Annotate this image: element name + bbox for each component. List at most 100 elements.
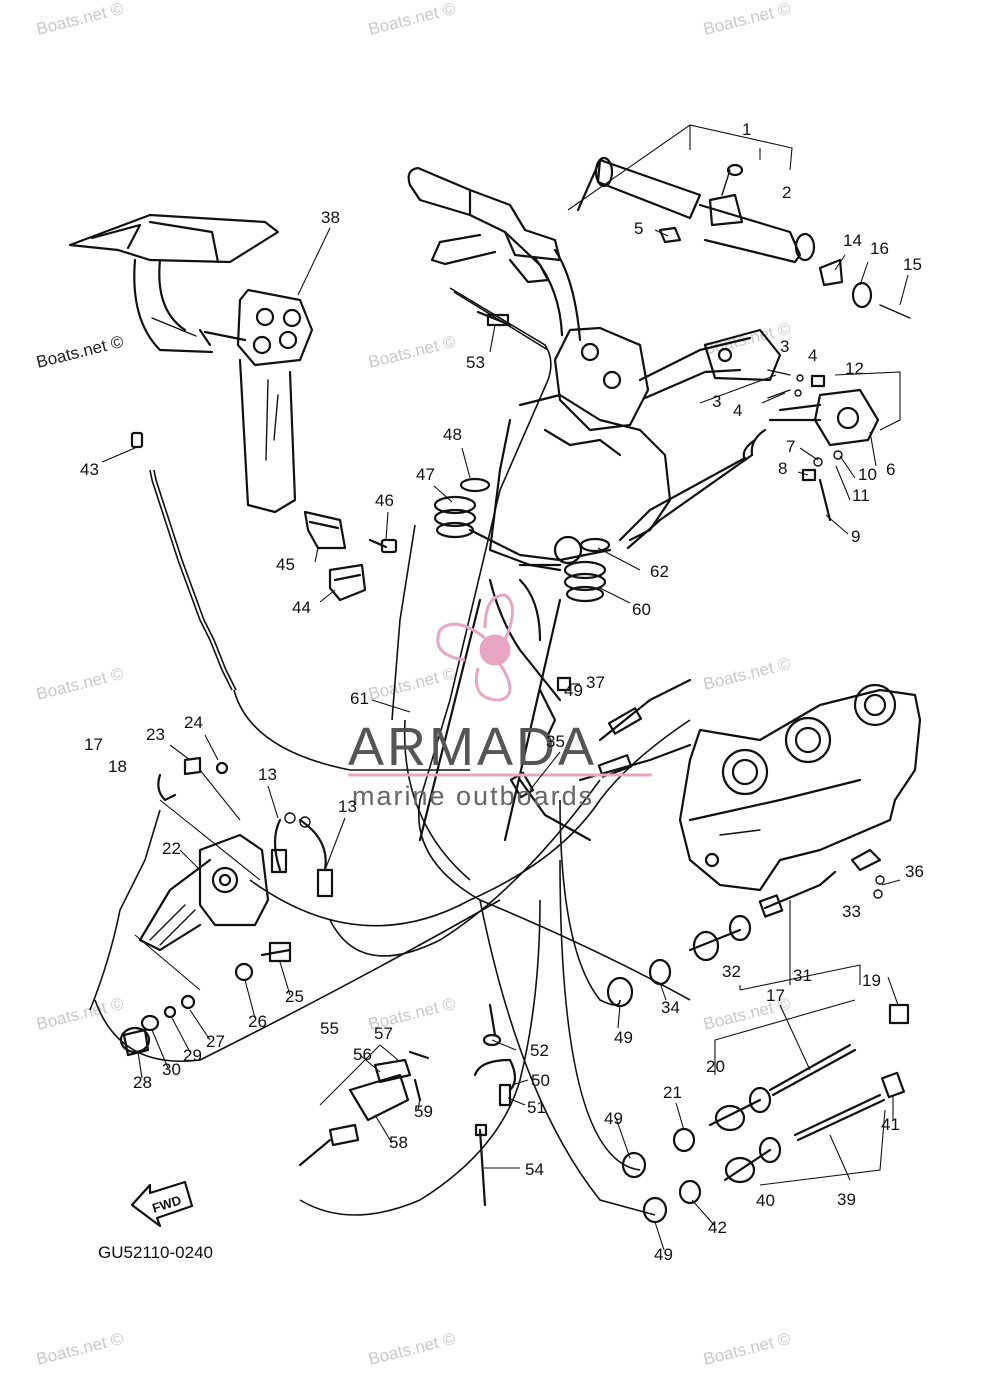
main-cables	[89, 287, 691, 1216]
callout: 49	[604, 1109, 623, 1128]
callout: 49	[614, 1028, 633, 1047]
callout: 22	[162, 839, 181, 858]
choke-cable	[270, 812, 334, 898]
callout: 57	[374, 1024, 393, 1043]
callout: 20	[706, 1057, 725, 1076]
callout: 9	[851, 527, 860, 546]
watermark: Boats.net ©	[34, 664, 125, 704]
left-mechanism	[119, 756, 292, 1057]
fwd-label: FWD	[150, 1192, 183, 1215]
callout: 41	[881, 1115, 900, 1134]
callout: 52	[530, 1041, 549, 1060]
callout: 19	[862, 971, 881, 990]
callout: 30	[162, 1060, 181, 1079]
callout: 32	[722, 962, 741, 981]
callout: 34	[661, 998, 680, 1017]
callout: 36	[905, 862, 924, 881]
callout: 3	[712, 392, 721, 411]
fwd-arrow-icon: FWD	[130, 1180, 194, 1228]
callout: 60	[632, 600, 651, 619]
callout: 7	[786, 437, 795, 456]
callout: 40	[756, 1191, 775, 1210]
bracket-set	[303, 510, 398, 602]
callout: 8	[778, 459, 787, 478]
callout: 2	[782, 183, 791, 202]
callout: 21	[663, 1083, 682, 1102]
callout: 58	[389, 1133, 408, 1152]
callout: 17	[766, 986, 785, 1005]
callout: 14	[843, 231, 862, 250]
callout: 62	[650, 562, 669, 581]
callout: 31	[793, 966, 812, 985]
callout: 26	[248, 1012, 267, 1031]
throttle-lever-assembly	[68, 213, 314, 514]
carburetor-block	[678, 683, 922, 892]
callout-labels: 1 2 3 3 4 4 5 6 7 8 9 10 11 12 13 13 14 …	[80, 120, 924, 1264]
callout: 43	[80, 460, 99, 479]
callout: 45	[276, 555, 295, 574]
throttle-cable	[130, 431, 470, 771]
callout: 61	[350, 689, 369, 708]
watermark: Boats.net ©	[701, 654, 792, 694]
switch-housing	[618, 369, 901, 550]
callout: 39	[837, 1190, 856, 1209]
callout: 37	[586, 673, 605, 692]
callout: 59	[414, 1102, 433, 1121]
callout: 56	[353, 1045, 372, 1064]
callout: 47	[416, 465, 435, 484]
callout: 1	[742, 120, 751, 139]
callout: 33	[842, 902, 861, 921]
callout: 51	[527, 1098, 546, 1117]
watermark: Boats.net ©	[366, 1329, 457, 1369]
drawing-code: GU52110-0240	[98, 1243, 213, 1262]
watermark: Boats.net ©	[34, 0, 125, 39]
callout: 49	[564, 681, 583, 700]
cable-clamps	[473, 1003, 517, 1207]
callout: 50	[531, 1071, 550, 1090]
logo-tagline: marine outboards	[352, 781, 594, 811]
armada-logo: ARMADA marine outboards	[348, 593, 652, 811]
callout: 17	[84, 735, 103, 754]
callout: 5	[634, 219, 643, 238]
watermark: Boats.net ©	[366, 0, 457, 39]
grip-assembly	[567, 124, 911, 319]
callout: 55	[320, 1019, 339, 1038]
callout: 35	[546, 732, 565, 751]
leader-lines	[101, 227, 909, 1251]
callout: 24	[184, 713, 203, 732]
callout: 38	[321, 208, 340, 227]
callout: 23	[146, 725, 165, 744]
cable-bracket-lower	[298, 1044, 430, 1167]
callout: 54	[525, 1160, 544, 1179]
logo-name: ARMADA	[348, 717, 597, 777]
callout: 28	[133, 1073, 152, 1092]
handlebar	[407, 166, 782, 400]
callout: 4	[733, 401, 742, 420]
watermark: Boats.net ©	[366, 664, 457, 704]
callout: 4	[808, 346, 817, 365]
watermark: Boats.net ©	[34, 994, 125, 1034]
callout: 6	[886, 460, 895, 479]
callout: 13	[258, 765, 277, 784]
callout: 25	[285, 987, 304, 1006]
callout: 3	[780, 337, 789, 356]
callout: 11	[852, 486, 870, 505]
callout: 53	[466, 353, 485, 372]
right-lower-parts	[606, 848, 910, 1224]
callout: 44	[292, 598, 311, 617]
callout: 10	[858, 465, 877, 484]
callout: 18	[108, 757, 127, 776]
callout: 29	[183, 1046, 202, 1065]
watermark: Boats.net ©	[701, 1329, 792, 1369]
watermark: Boats.net ©	[366, 332, 457, 372]
callout: 16	[870, 239, 889, 258]
callout: 13	[338, 797, 357, 816]
watermark: Boats.net ©	[34, 332, 125, 372]
callout: 46	[375, 491, 394, 510]
watermark: Boats.net ©	[701, 0, 792, 39]
callout: 48	[443, 425, 462, 444]
steering-boots	[433, 477, 611, 603]
callout: 15	[903, 255, 922, 274]
callout: 12	[845, 359, 864, 378]
